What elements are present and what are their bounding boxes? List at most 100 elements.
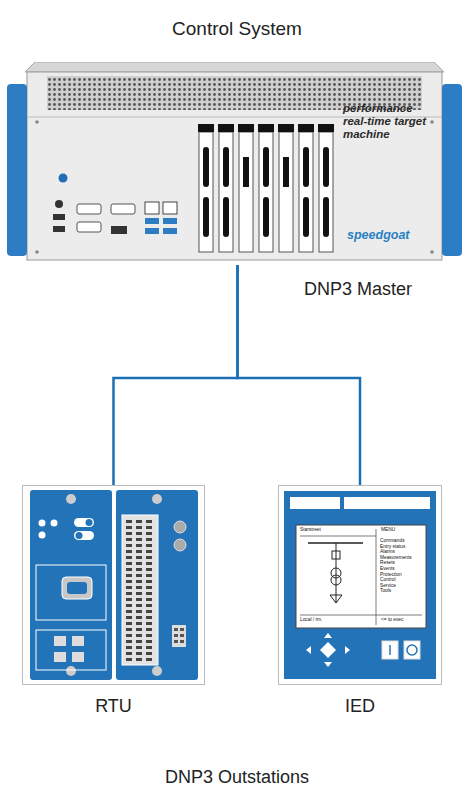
art-rect xyxy=(136,580,142,583)
art-rect xyxy=(146,544,152,547)
art-rect xyxy=(126,520,132,523)
art-rect xyxy=(296,525,426,628)
art-rect xyxy=(442,84,462,256)
art-rect xyxy=(126,652,132,655)
art-circle xyxy=(174,521,186,533)
art-circle xyxy=(152,666,162,676)
art-rect xyxy=(146,568,152,571)
art-rect xyxy=(136,574,142,577)
art-rect xyxy=(146,622,152,625)
art-circle xyxy=(59,174,68,183)
art-rect xyxy=(146,640,152,643)
art-path xyxy=(320,642,336,658)
art-circle xyxy=(35,120,39,124)
art-rect xyxy=(344,497,430,509)
art-rect xyxy=(126,622,132,625)
art-rect xyxy=(303,197,309,237)
art-rect xyxy=(263,197,269,237)
art-rect xyxy=(174,628,178,631)
art-rect xyxy=(77,222,101,232)
art-circle xyxy=(430,120,434,124)
art-rect xyxy=(180,634,184,637)
art-rect xyxy=(146,538,152,541)
art-rect xyxy=(136,616,142,619)
art-rect xyxy=(136,610,142,613)
art-circle xyxy=(66,494,76,504)
art-rect xyxy=(284,491,436,679)
art-rect xyxy=(126,532,132,535)
art-rect xyxy=(36,630,106,670)
screen-text: Local / rm. xyxy=(300,617,322,622)
art-rect xyxy=(126,640,132,643)
art-circle xyxy=(86,519,93,526)
art-rect xyxy=(172,625,186,647)
art-rect xyxy=(27,72,442,260)
art-rect xyxy=(126,634,132,637)
screen-text: Starstreet xyxy=(300,527,321,532)
art-g xyxy=(198,124,334,237)
art-rect xyxy=(30,490,112,680)
machine-slogan: performance real-time target machine xyxy=(343,102,427,141)
art-g xyxy=(174,628,184,643)
ied-device: IED xyxy=(278,485,442,685)
art-line xyxy=(389,645,391,655)
art-circle xyxy=(55,200,63,208)
brand-logo: speedgoat xyxy=(347,228,437,243)
art-rect xyxy=(146,592,152,595)
diagram-caption: DNP3 Outstations xyxy=(0,766,474,788)
art-rect xyxy=(243,157,249,187)
art-rect xyxy=(136,562,142,565)
art-rect xyxy=(126,538,132,541)
art-rect xyxy=(145,228,159,234)
art-rect xyxy=(136,556,142,559)
art-rect xyxy=(259,132,273,252)
art-polygon xyxy=(324,662,332,667)
art-rect xyxy=(146,532,152,535)
art-rect xyxy=(136,550,142,553)
network-line xyxy=(114,265,238,485)
art-rect xyxy=(126,628,132,631)
art-rect xyxy=(126,574,132,577)
art-line xyxy=(376,529,377,625)
art-rect xyxy=(203,147,209,187)
art-rect xyxy=(145,218,159,224)
art-rect xyxy=(126,604,132,607)
art-rect xyxy=(72,652,84,662)
art-rect xyxy=(67,582,87,594)
art-rect xyxy=(199,132,213,252)
art-rect xyxy=(146,616,152,619)
art-rect xyxy=(298,124,314,132)
art-polygon xyxy=(306,646,311,654)
art-rect xyxy=(54,636,66,646)
art-circle xyxy=(331,575,341,585)
art-rect xyxy=(53,226,65,232)
art-rect xyxy=(278,124,294,132)
art-rect xyxy=(136,544,142,547)
art-rect xyxy=(36,565,106,620)
art-rect xyxy=(223,147,229,187)
art-circle xyxy=(39,520,46,527)
art-rect xyxy=(174,640,178,643)
art-rect xyxy=(126,586,132,589)
art-rect xyxy=(136,538,142,541)
art-rect xyxy=(163,228,177,234)
art-rect xyxy=(219,132,233,252)
art-circle xyxy=(407,645,417,655)
art-circle xyxy=(430,250,434,254)
art-polygon xyxy=(25,62,444,72)
art-rect xyxy=(126,562,132,565)
art-rect xyxy=(126,556,132,559)
art-rect xyxy=(74,531,94,540)
art-rect xyxy=(116,490,198,680)
art-circle xyxy=(174,539,186,551)
art-rect xyxy=(198,124,214,132)
art-rect xyxy=(258,124,274,132)
art-rect xyxy=(382,641,398,659)
art-rect xyxy=(223,197,229,237)
art-rect xyxy=(238,124,254,132)
art-rect xyxy=(111,204,135,214)
art-rect xyxy=(299,132,313,252)
art-line xyxy=(336,543,337,603)
art-rect xyxy=(53,214,65,220)
device-label: RTU xyxy=(22,695,205,717)
